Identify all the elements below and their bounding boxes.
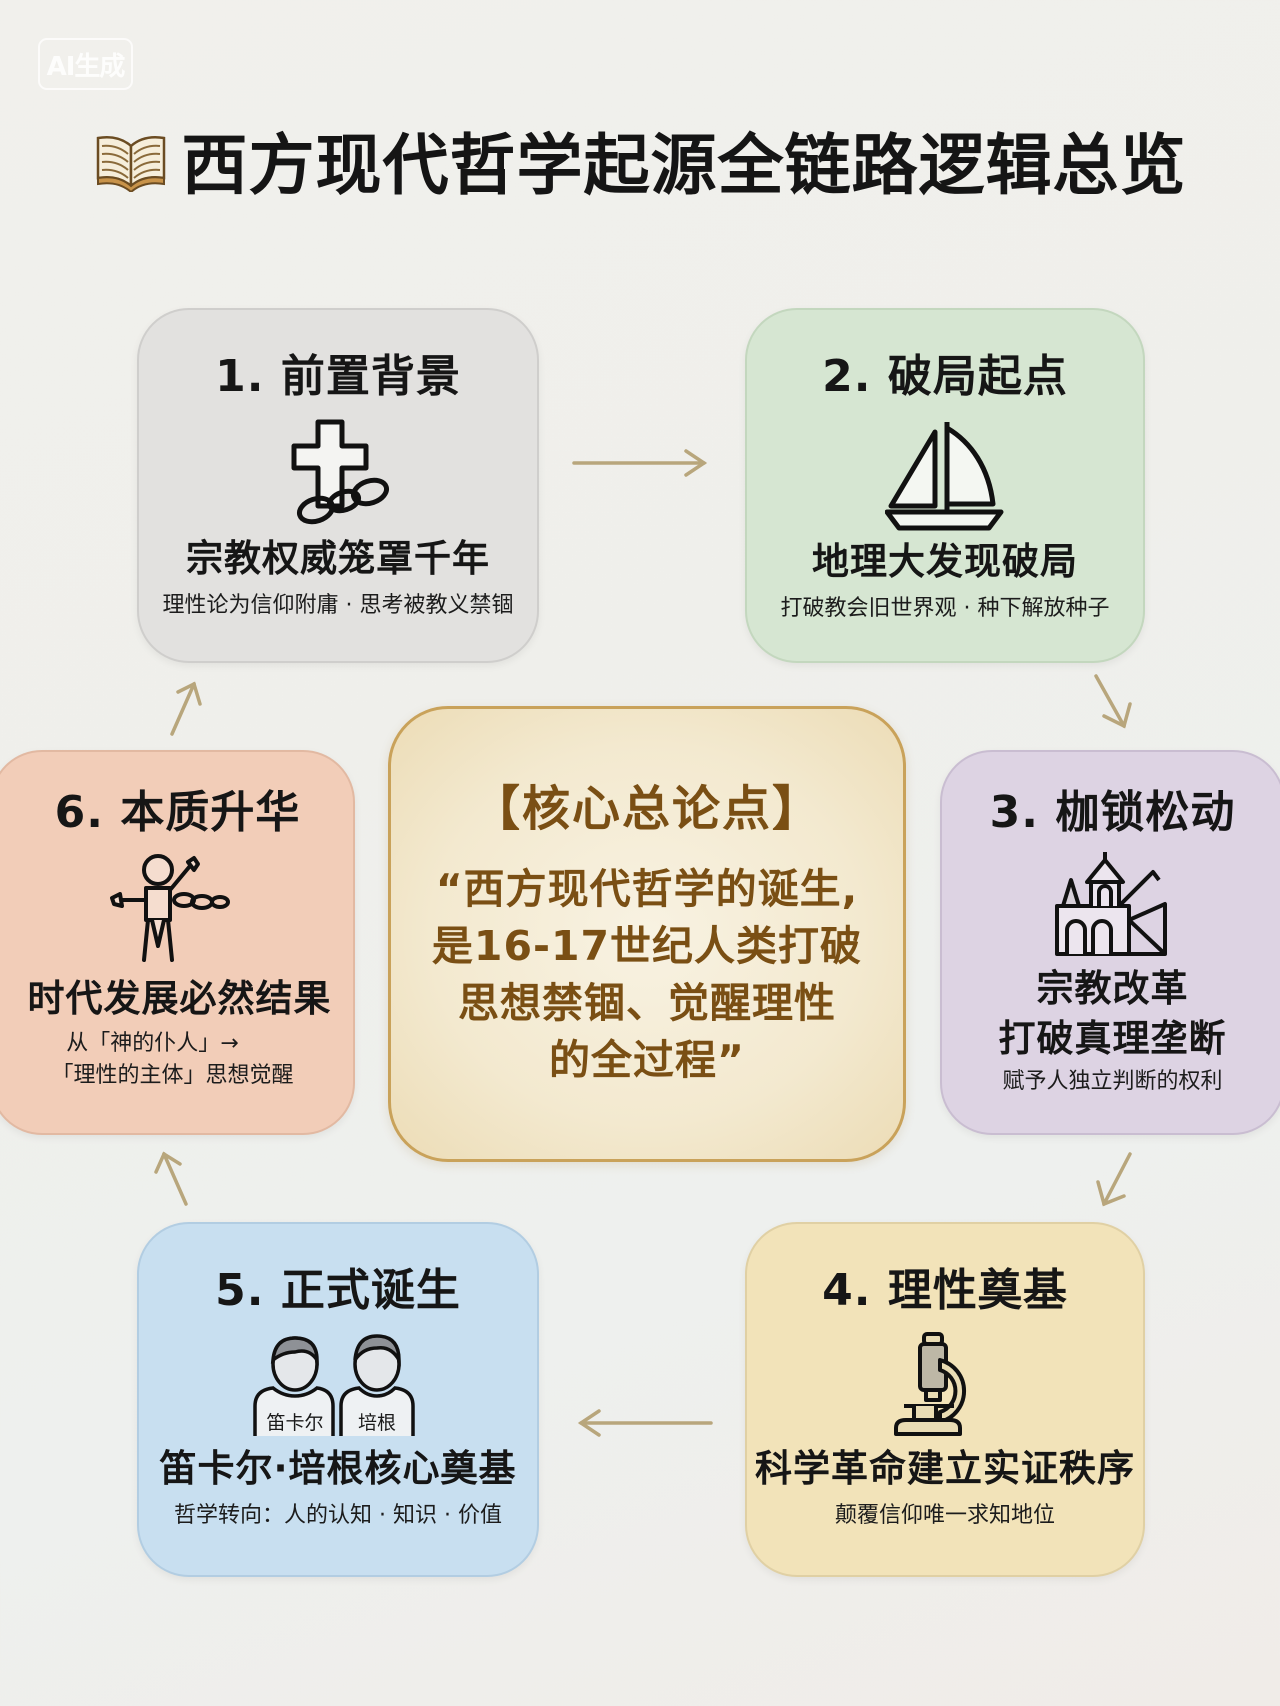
open-book-icon	[94, 128, 168, 192]
step-card-2: 2. 破局起点 地理大发现破局 打破教会旧世界观 · 种下解放种子	[745, 308, 1145, 663]
step-1-title: 1. 前置背景	[215, 351, 461, 402]
step-2-headline: 地理大发现破局	[812, 540, 1078, 583]
page-title: 西方现代哲学起源全链路逻辑总览	[0, 115, 1280, 205]
broken-church-icon	[1053, 850, 1173, 960]
core-thesis-box: 【核心总论点】 “西方现代哲学的诞生, 是16-17世纪人类打破 思想禁锢、觉醒…	[388, 706, 906, 1162]
step-5-headline: 笛卡尔·培根核心奠基	[159, 1447, 517, 1490]
step-card-5: 5. 正式诞生 笛卡尔 培根 笛卡尔·培根核心奠基 哲学转向：人的认知 · 知识…	[137, 1222, 539, 1577]
step-5-subtitle: 哲学转向：人的认知 · 知识 · 价值	[174, 1503, 502, 1528]
step-card-6: 6. 本质升华 时代发展必然结果 从「神的仆人」→ 「理性的主体」思想觉醒	[0, 750, 355, 1135]
core-thesis-title: 【核心总论点】	[471, 781, 822, 837]
core-quote-line-2: 是16-17世纪人类打破	[431, 922, 863, 970]
core-quote-line-1: “西方现代哲学的诞生,	[435, 865, 859, 913]
step-3-subtitle: 赋予人独立判断的权利	[1002, 1069, 1223, 1094]
descartes-label: 笛卡尔	[266, 1412, 324, 1434]
cross-chain-icon	[278, 418, 398, 528]
step-6-subtitle-line-1: 从「神的仆人」→	[66, 1031, 239, 1056]
microscope-icon	[890, 1330, 1000, 1440]
step-4-headline: 科学革命建立实证秩序	[755, 1447, 1135, 1490]
step-card-4: 4. 理性奠基 科学革命建立实证秩序 颠覆信仰唯一求知地位	[745, 1222, 1145, 1577]
step-6-headline: 时代发展必然结果	[27, 977, 332, 1020]
step-3-title: 3. 枷锁松动	[989, 787, 1236, 838]
breaking-chains-person-icon	[108, 850, 238, 970]
arrow-down-2-to-3	[1090, 672, 1140, 732]
sailboat-icon	[885, 418, 1005, 533]
arrow-down-3-to-4	[1090, 1150, 1140, 1210]
step-3-headline-line-2: 打破真理垄断	[998, 1017, 1227, 1060]
arrow-up-5-to-6	[150, 1148, 200, 1208]
step-6-title: 6. 本质升华	[54, 787, 301, 838]
step-1-headline: 宗教权威笼罩千年	[186, 537, 490, 580]
bacon-label: 培根	[357, 1412, 396, 1434]
step-card-1: 1. 前置背景 宗教权威笼罩千年 理性论为信仰附庸 · 思考被教义禁锢	[137, 308, 539, 663]
step-6-subtitle-line-2: 「理性的主体」思想觉醒	[51, 1063, 294, 1088]
step-5-title: 5. 正式诞生	[215, 1265, 461, 1316]
step-4-subtitle: 颠覆信仰唯一求知地位	[834, 1503, 1055, 1528]
step-4-title: 4. 理性奠基	[822, 1265, 1068, 1316]
step-card-3: 3. 枷锁松动 宗教改革 打破真理垄断 赋予人独立判断的权利	[940, 750, 1280, 1135]
ai-generated-watermark: AI生成	[38, 38, 133, 90]
step-3-headline-line-1: 宗教改革	[1036, 967, 1189, 1010]
step-1-subtitle: 理性论为信仰附庸 · 思考被教义禁锢	[162, 593, 514, 618]
arrow-right-1-to-2	[570, 448, 710, 478]
arrow-up-6-to-1	[162, 678, 212, 738]
two-philosophers-icon: 笛卡尔 培根	[253, 1330, 423, 1438]
step-2-title: 2. 破局起点	[822, 351, 1068, 402]
arrow-left-4-to-5	[575, 1408, 715, 1438]
step-2-subtitle: 打破教会旧世界观 · 种下解放种子	[780, 596, 1110, 621]
core-quote-line-3: 思想禁锢、觉醒理性	[457, 979, 836, 1027]
core-quote-line-4: 的全过程”	[549, 1036, 745, 1084]
page-title-text: 西方现代哲学起源全链路逻辑总览	[181, 127, 1187, 204]
core-thesis-quote: “西方现代哲学的诞生, 是16-17世纪人类打破 思想禁锢、觉醒理性 的全过程”	[432, 861, 862, 1089]
